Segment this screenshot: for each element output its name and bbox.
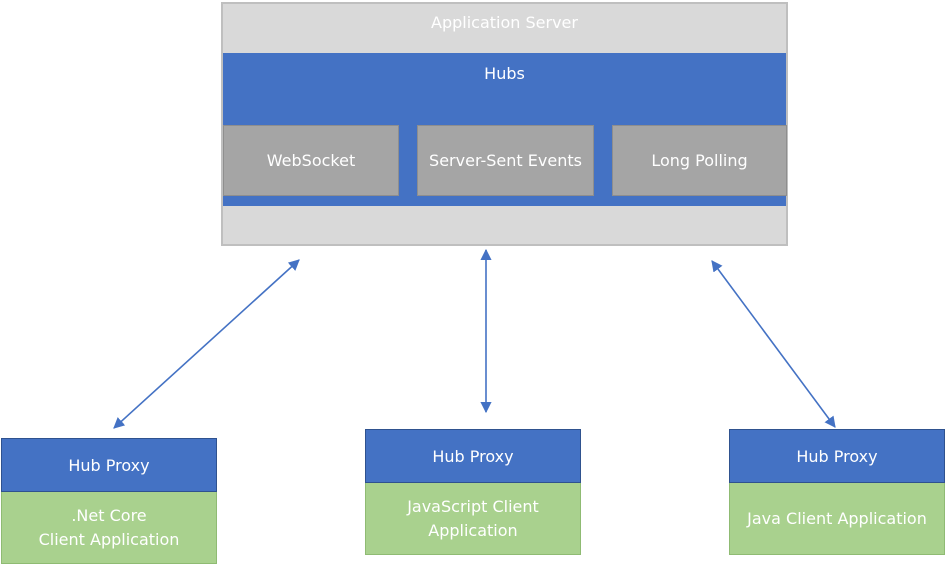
- arrow-dotnet-client: [113, 259, 300, 429]
- hubs-layer: Hubs WebSocket Server-Sent Events Long P…: [223, 53, 787, 206]
- transport-websocket: WebSocket: [223, 125, 399, 196]
- arrow-java-client: [711, 260, 836, 428]
- client-javascript: Hub Proxy JavaScript Client Application: [365, 429, 581, 555]
- transport-long-polling: Long Polling: [612, 125, 787, 196]
- client-dotnet: Hub Proxy .Net Core Client Application: [1, 438, 217, 564]
- application-server: Application Server Hubs WebSocket Server…: [221, 2, 788, 246]
- application-server-title: Application Server: [431, 13, 578, 32]
- transport-server-sent-events: Server-Sent Events: [417, 125, 594, 196]
- hub-proxy-dotnet: Hub Proxy: [1, 438, 217, 492]
- dotnet-client-application: .Net Core Client Application: [1, 492, 217, 564]
- client-java: Hub Proxy Java Client Application: [729, 429, 945, 555]
- javascript-client-application: JavaScript Client Application: [365, 483, 581, 555]
- hub-proxy-javascript: Hub Proxy: [365, 429, 581, 483]
- hub-proxy-java: Hub Proxy: [729, 429, 945, 483]
- java-client-application: Java Client Application: [729, 483, 945, 555]
- hubs-title: Hubs: [484, 64, 525, 83]
